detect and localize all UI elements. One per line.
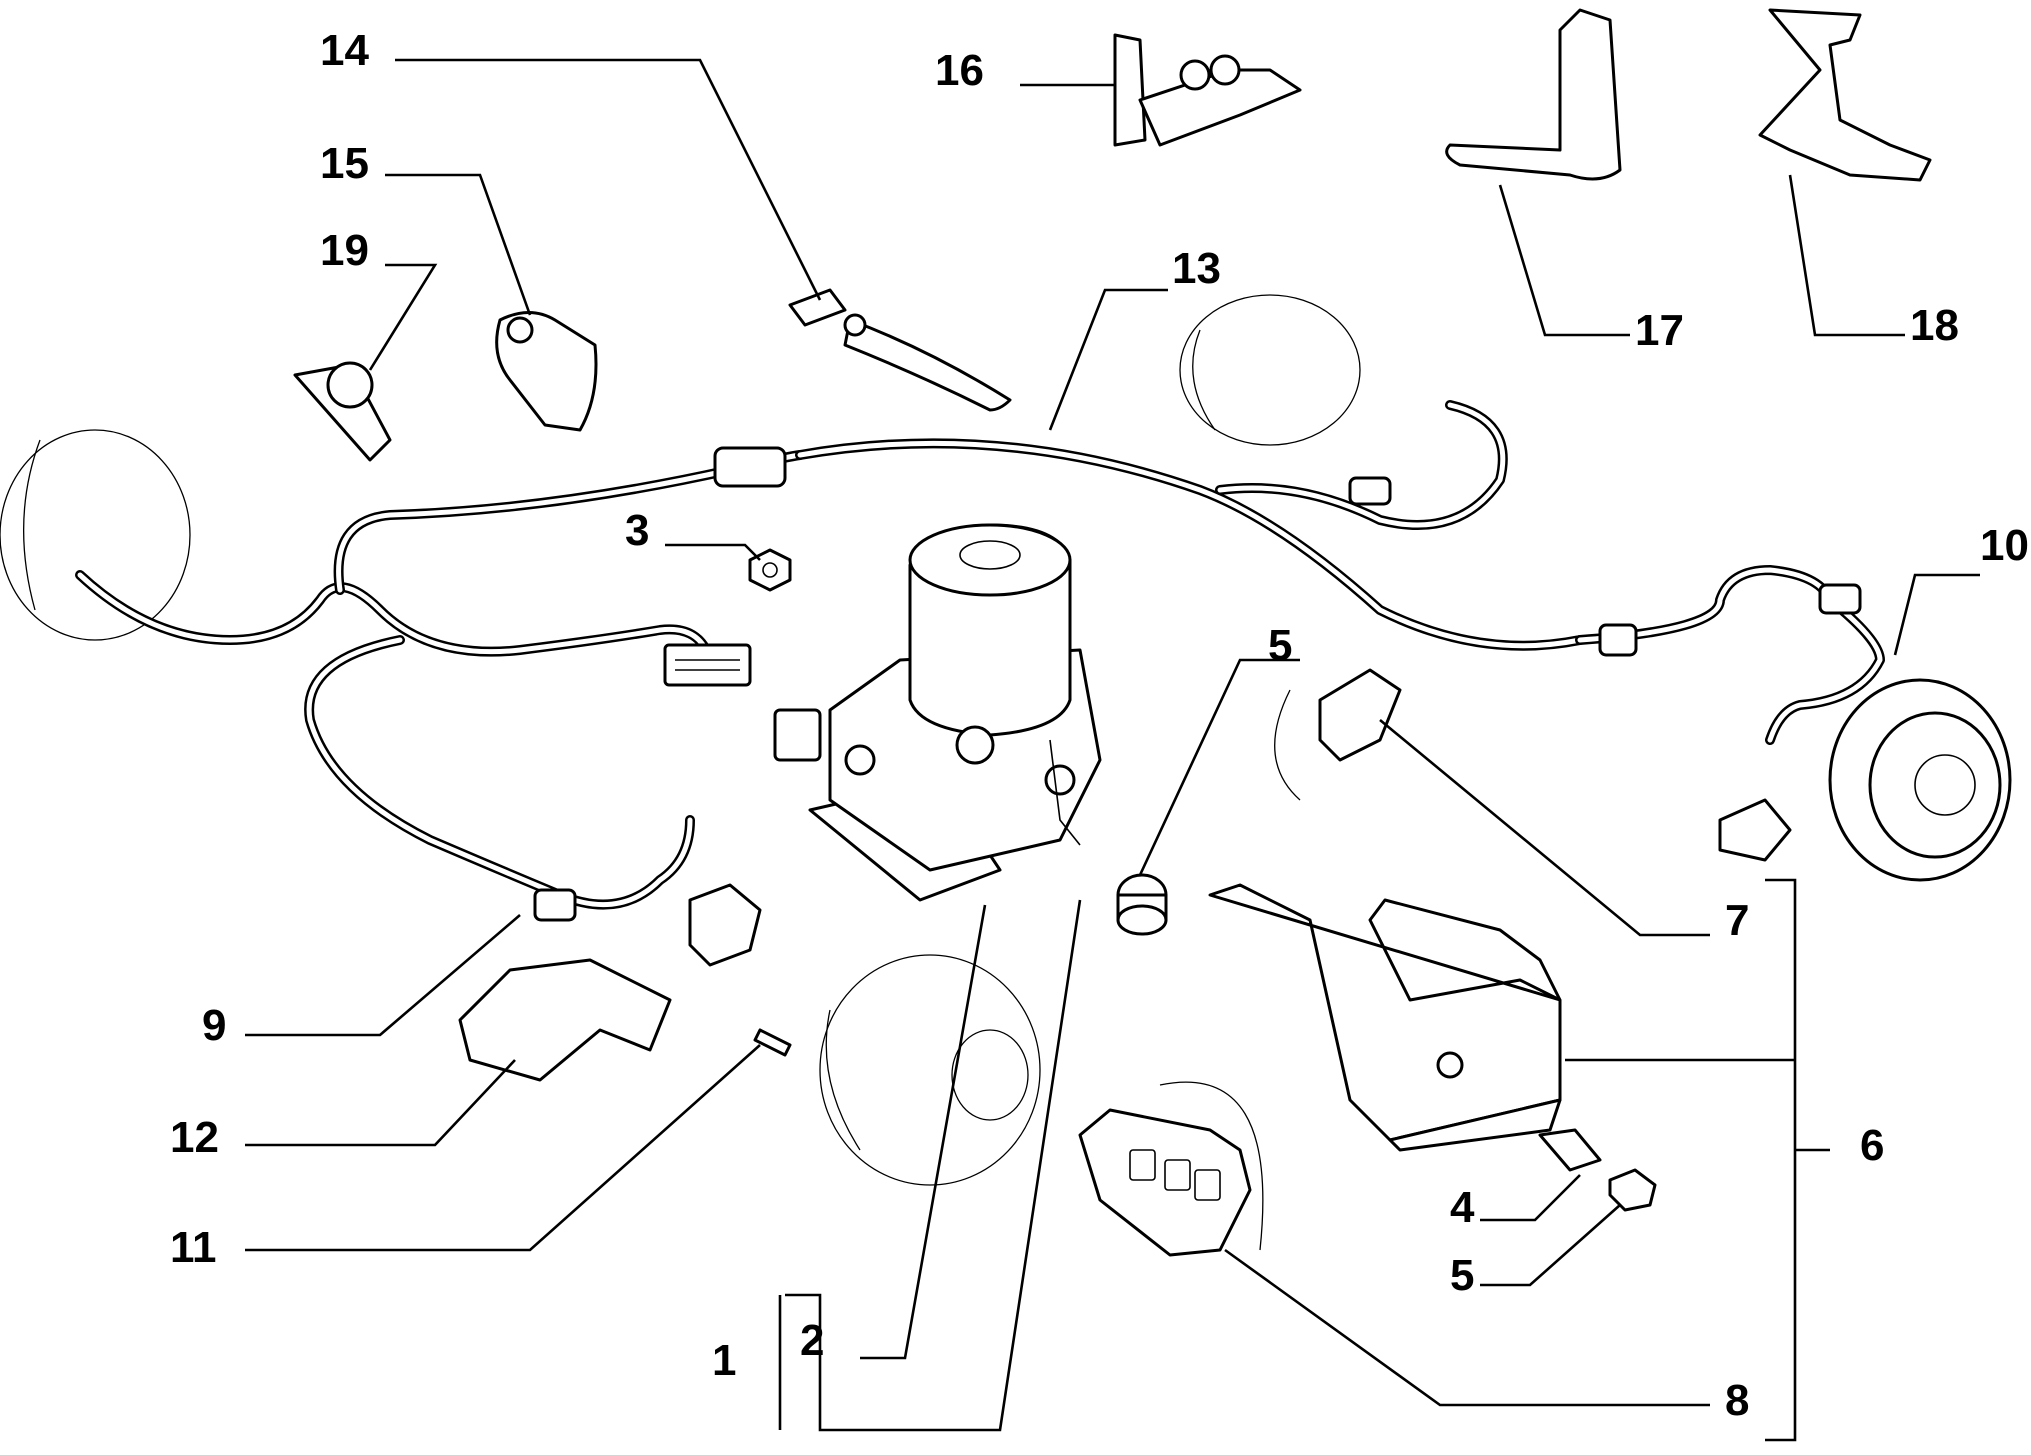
callout-7: 7: [1725, 896, 1749, 945]
callout-14: 14: [320, 26, 369, 75]
callout-4: 4: [1450, 1183, 1475, 1232]
ghost-outlines: [0, 294, 1361, 1251]
callout-13: 13: [1172, 244, 1221, 293]
part-6-ecu-bracket: [1208, 883, 1562, 1152]
callout-15: 15: [320, 139, 369, 188]
callout-3: 3: [625, 506, 649, 555]
part-18-bracket: [1758, 8, 1932, 182]
part-9-wheel-sensor: [688, 883, 762, 967]
part-17-bracket: [1445, 8, 1622, 181]
callout-17: 17: [1635, 306, 1684, 355]
part-16-clip-bracket: [1113, 33, 1302, 147]
callout-6: 6: [1860, 1121, 1884, 1170]
part-12-bracket: [458, 958, 672, 1082]
callout-18: 18: [1910, 301, 1959, 350]
callout-2: 2: [800, 1316, 824, 1365]
wiring-harness: [75, 400, 1885, 922]
part-8-relay-support: [1078, 1108, 1252, 1257]
callout-5-bottom: 5: [1450, 1251, 1474, 1300]
callout-8: 8: [1725, 1376, 1749, 1425]
part-7-clip: [1318, 668, 1402, 762]
callout-5-top: 5: [1268, 621, 1292, 670]
callout-11: 11: [170, 1223, 217, 1272]
callout-19: 19: [320, 226, 369, 275]
callout-numbers: 1 2 3 4 5 5 6 7 8 9 10 11 12 13 14 15 16…: [170, 26, 2029, 1425]
callout-12: 12: [170, 1113, 219, 1162]
part-4-bolt: [1538, 1128, 1602, 1172]
abs-hydraulic-unit: [663, 523, 1102, 902]
callout-1: 1: [712, 1336, 736, 1385]
part-19-sensor: [293, 361, 392, 462]
callout-16: 16: [935, 46, 984, 95]
part-14-cable-tie: [788, 288, 1012, 412]
brackets: [1765, 878, 1830, 1442]
callout-10: 10: [1980, 521, 2029, 570]
callout-9: 9: [202, 1001, 226, 1050]
part-10-wheel-sensor: [1718, 678, 2012, 882]
part-5-spacer-top: [1116, 873, 1168, 936]
part-5-nut-lower: [1608, 1168, 1657, 1212]
leader-lines: [245, 58, 1980, 1432]
part-11-screw: [753, 1028, 792, 1057]
part-15-connector: [495, 311, 598, 432]
